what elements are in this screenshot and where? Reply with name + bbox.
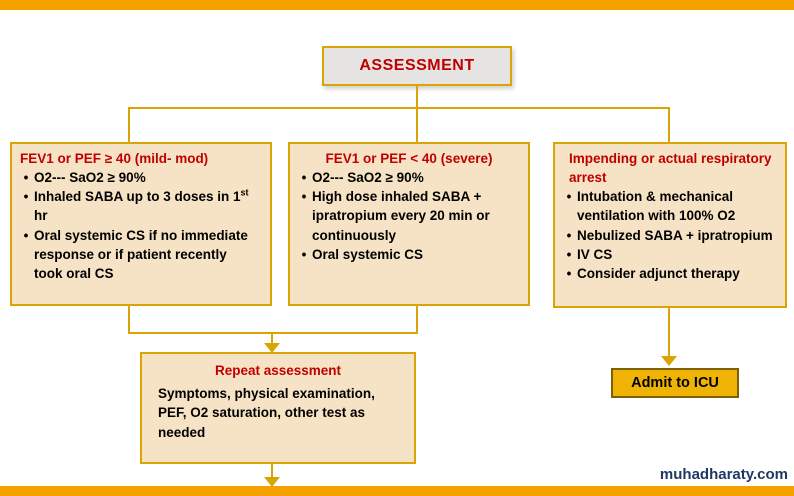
arrowhead-to-icu [661, 356, 677, 366]
bullet-text: Oral systemic CS [312, 246, 424, 262]
admit-icu-label: Admit to ICU [631, 375, 719, 391]
respiratory-arrest-box: Impending or actual respiratory arrest •… [553, 142, 787, 308]
admit-icu-box: Admit to ICU [611, 368, 739, 398]
bullet-marker: • [566, 265, 572, 281]
connector-mild-down [128, 306, 130, 334]
mild-moderate-title: FEV1 or PEF ≥ 40 (mild- mod) [20, 151, 209, 166]
bullet-text: Inhaled SABA up to 3 doses in 1st hr [34, 187, 270, 225]
bullet-text-pre: Inhaled SABA up to 3 doses in 1 [34, 189, 241, 205]
mild-moderate-box: FEV1 or PEF ≥ 40 (mild- mod) • O2--- SaO… [10, 142, 272, 306]
bullet-text: High dose inhaled SABA + ipratropium eve… [312, 189, 490, 243]
bullet-text: Consider adjunct therapy [577, 265, 740, 281]
bullet-text: Intubation & mechanical ventilation with… [577, 189, 736, 224]
bullet-text: Oral systemic CS if no immediate respons… [34, 227, 248, 281]
connector-assessment-down [416, 86, 418, 109]
list-item: • Consider adjunct therapy [555, 264, 785, 283]
assessment-title: ASSESSMENT [359, 57, 475, 74]
connector-merge-horizontal [128, 332, 418, 334]
repeat-assessment-title: Repeat assessment [214, 363, 342, 378]
bullet-marker: • [566, 246, 572, 262]
superscript: st [240, 187, 249, 198]
bullet-marker: • [566, 227, 572, 243]
severe-box: FEV1 or PEF < 40 (severe) • O2--- SaO2 ≥… [288, 142, 530, 306]
bullet-text-post: hr [34, 208, 48, 224]
connector-repeat-down [271, 464, 273, 478]
list-item: • Intubation & mechanical ventilation wi… [555, 187, 785, 225]
repeat-assessment-body: Symptoms, physical examination, PEF, O2 … [158, 385, 375, 440]
list-item: • Nebulized SABA + ipratropium [555, 226, 785, 245]
bullet-marker: • [23, 189, 29, 205]
list-item: • Oral systemic CS [290, 245, 528, 264]
top-accent-bar [0, 0, 794, 10]
connector-to-repeat [271, 332, 273, 344]
list-item: • High dose inhaled SABA + ipratropium e… [290, 187, 528, 244]
bullet-text: Nebulized SABA + ipratropium [577, 227, 773, 243]
bullet-marker: • [301, 246, 307, 262]
bullet-text: O2--- SaO2 ≥ 90% [312, 170, 424, 186]
bullet-marker: • [301, 189, 307, 205]
list-item: • O2--- SaO2 ≥ 90% [290, 168, 528, 187]
connector-to-severe-box [416, 107, 418, 142]
bullet-marker: • [566, 189, 572, 205]
watermark: muhadharaty.com [659, 466, 788, 483]
severe-title: FEV1 or PEF < 40 (severe) [325, 151, 493, 166]
list-item: • O2--- SaO2 ≥ 90% [12, 168, 270, 187]
bullet-marker: • [23, 170, 29, 186]
connector-to-mild-box [128, 107, 130, 142]
connector-severe-down [416, 306, 418, 334]
bullet-marker: • [301, 170, 307, 186]
bullet-text: O2--- SaO2 ≥ 90% [34, 170, 146, 186]
connector-branch-horizontal [128, 107, 670, 109]
arrowhead-repeat-down [264, 477, 280, 487]
list-item: • Inhaled SABA up to 3 doses in 1st hr [12, 187, 270, 225]
list-item: • Oral systemic CS if no immediate respo… [12, 226, 270, 283]
connector-to-icu [668, 307, 670, 357]
bottom-accent-bar [0, 486, 794, 496]
bullet-marker: • [23, 227, 29, 243]
repeat-assessment-box: Repeat assessment Symptoms, physical exa… [140, 352, 416, 464]
respiratory-arrest-title: Impending or actual respiratory arrest [569, 151, 772, 186]
list-item: • IV CS [555, 245, 785, 264]
connector-to-arrest-box [668, 107, 670, 142]
arrowhead-to-repeat [264, 343, 280, 353]
bullet-text: IV CS [577, 246, 613, 262]
assessment-box: ASSESSMENT [322, 46, 512, 86]
